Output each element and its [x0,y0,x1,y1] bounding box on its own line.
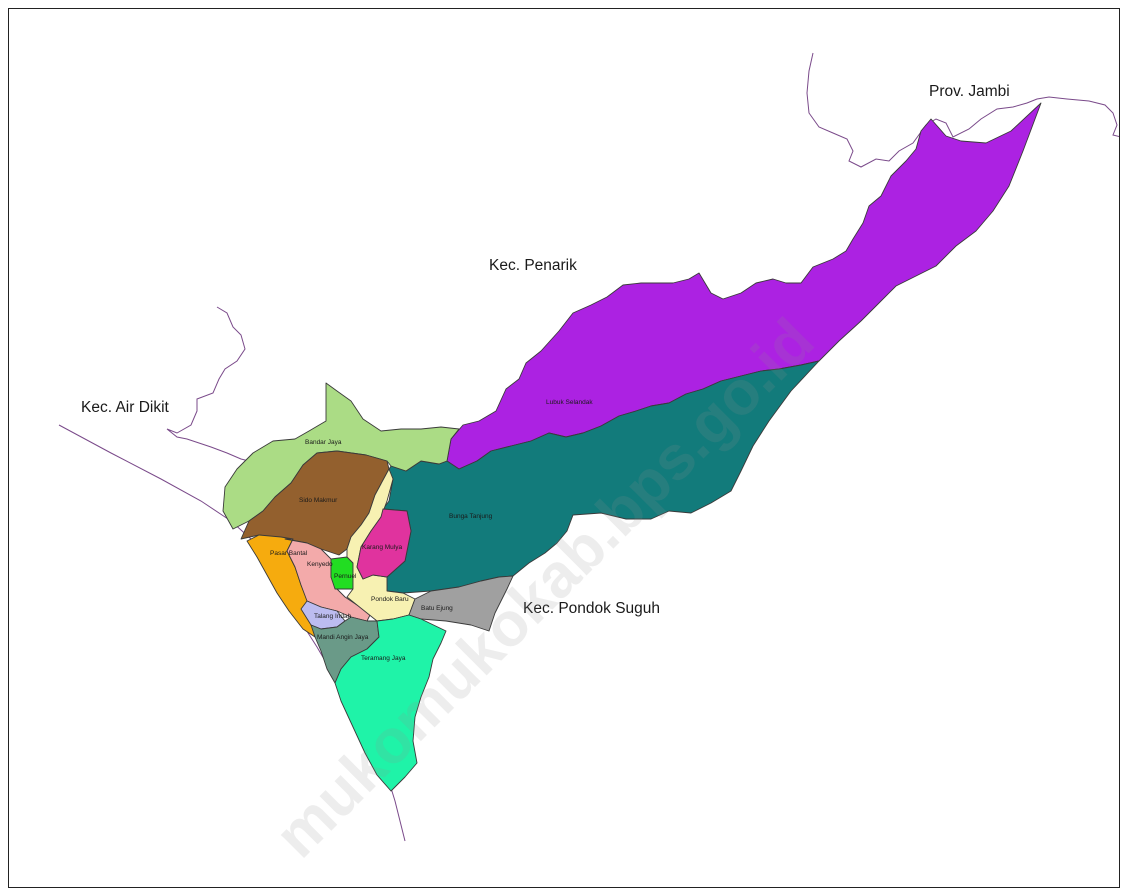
label-prov-jambi: Prov. Jambi [929,83,1010,100]
map-canvas: Prov. Jambi Kec. Penarik Kec. Air Dikit … [58,52,1119,871]
label-bunga-tanjung: Bunga Tanjung [449,513,493,520]
map-frame: Prov. Jambi Kec. Penarik Kec. Air Dikit … [8,8,1120,888]
label-sido-makmur: Sido Makmur [299,497,338,504]
label-pernuel: Pernuel [334,573,357,580]
border-line-air-dikit [166,306,272,464]
label-talang-indah: Talang Indah [314,613,352,620]
region-karang-mulya[interactable] [356,508,412,580]
label-mandi-angin-jaya: Mandi Angin Jaya [317,634,369,641]
label-kec-penarik: Kec. Penarik [489,257,577,274]
label-teramang-jaya: Teramang Jaya [361,655,406,662]
label-batu-ejung: Batu Ejung [421,605,453,612]
label-kec-air-dikit: Kec. Air Dikit [81,399,170,416]
label-karang-mulya: Karang Mulya [362,544,402,551]
border-line-jambi [806,52,1119,168]
label-lubuk-selandak: Lubuk Selandak [546,399,593,406]
label-bandar-jaya: Bandar Jaya [305,439,342,446]
label-kec-pondok-suguh: Kec. Pondok Suguh [523,600,660,617]
region-teramang-jaya[interactable] [334,614,447,792]
region-bunga-tanjung[interactable] [382,360,820,594]
label-pasar-bantal: Pasar Bantal [270,550,308,557]
label-kenyedo: Kenyedo [307,561,333,568]
label-pondok-baru: Pondok Baru [371,596,409,603]
